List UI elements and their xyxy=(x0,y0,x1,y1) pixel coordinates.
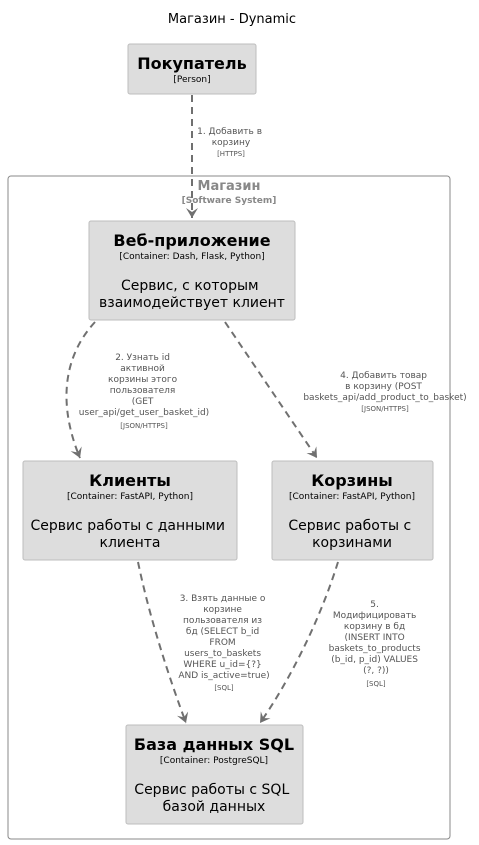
edge-2-label-line: корзины этого xyxy=(108,375,178,385)
node-db-box xyxy=(125,724,304,825)
node-web-app-desc-line: взаимодействует клиент xyxy=(99,295,285,311)
node-baskets-desc: Сервис работы с корзинами xyxy=(288,518,415,551)
node-web-app-box xyxy=(88,220,296,321)
node-web-app-desc: Сервис, с которым взаимодействует клиент xyxy=(99,278,285,311)
edge-3-label-line: пользователя из xyxy=(183,616,262,626)
edge-2-label: 2. Узнать id активной корзины этого поль… xyxy=(79,353,209,418)
edge-2-label-line: 2. Узнать id xyxy=(115,353,170,363)
edge-4-label-line: baskets_api/add_product_to_basket) xyxy=(303,393,466,403)
node-baskets-type: [Container: FastAPI, Python] xyxy=(289,492,415,502)
edge-3-label-line: 3. Взять данные о xyxy=(180,594,266,604)
node-web-app-type: [Container: Dash, Flask, Python] xyxy=(119,252,264,262)
edge-5-label-line: (b_id, p_id) VALUES xyxy=(331,655,418,665)
edge-1-label: 1. Добавить в корзину xyxy=(197,127,265,148)
node-db-desc: Сервис работы с SQL базой данных xyxy=(134,782,293,815)
edge-2-label-line: user_api/get_user_basket_id) xyxy=(79,408,209,418)
node-clients-type: [Container: FastAPI, Python] xyxy=(67,492,193,502)
node-buyer-box xyxy=(127,43,257,95)
edge-5-label-line: корзину в бд xyxy=(344,622,405,632)
edge-3: 3. Взять данные о корзине пользователя и… xyxy=(137,561,270,724)
edge-2-label-line: (GET xyxy=(132,397,154,407)
node-db-desc-line: базой данных xyxy=(163,799,266,815)
node-buyer-type: [Person] xyxy=(173,75,210,85)
node-buyer-title: Покупатель xyxy=(137,54,246,73)
edge-5-tech: [SQL] xyxy=(366,680,386,688)
node-baskets-desc-line: Сервис работы с xyxy=(288,518,411,534)
edge-5-label-line: 5. xyxy=(370,600,379,610)
edge-3-label-line: FROM xyxy=(209,638,235,648)
boundary-title: Магазин xyxy=(198,179,261,194)
edge-1: 1. Добавить в корзину [HTTPS] xyxy=(186,95,265,218)
edge-5-label-line: baskets_to_products xyxy=(329,644,421,654)
edge-4-tech: [JSON/HTTPS] xyxy=(361,405,409,413)
edge-2-label-line: активной xyxy=(120,364,165,374)
system-boundary xyxy=(7,175,451,840)
edge-3-tech: [SQL] xyxy=(214,684,234,692)
node-db-type: [Container: PostgreSQL] xyxy=(160,756,268,766)
edge-4-label-line: в корзину (POST xyxy=(345,382,422,392)
edge-2-line xyxy=(65,321,96,459)
node-db-title: База данных SQL xyxy=(134,735,294,754)
node-web-app-title: Веб-приложение xyxy=(113,231,270,250)
edge-2: 2. Узнать id активной корзины этого поль… xyxy=(65,321,209,459)
node-db[interactable]: База данных SQL [Container: PostgreSQL] … xyxy=(125,724,304,825)
edge-2-tech: [JSON/HTTPS] xyxy=(120,422,168,430)
edge-3-label: 3. Взять данные о корзине пользователя и… xyxy=(178,594,269,681)
edge-1-tech: [HTTPS] xyxy=(217,150,245,158)
edge-1-label-line: корзину xyxy=(212,138,251,148)
node-web-app-desc-line: Сервис, с которым xyxy=(121,278,259,294)
edge-3-label-line: WHERE u_id={?} xyxy=(183,660,261,670)
edge-5-label-line: (INSERT INTO xyxy=(344,633,404,643)
edge-5-label: 5. Модифицировать корзину в бд (INSERT I… xyxy=(329,600,424,676)
node-baskets-box xyxy=(271,460,434,561)
diagram-title: Магазин - Dynamic xyxy=(168,12,296,27)
node-baskets[interactable]: Корзины [Container: FastAPI, Python] Сер… xyxy=(271,460,434,561)
node-buyer[interactable]: Покупатель [Person] xyxy=(127,43,257,95)
edge-3-label-line: AND is_active=true) xyxy=(178,671,269,681)
edge-2-label-line: пользователя xyxy=(110,386,176,396)
node-clients-box xyxy=(22,460,238,561)
edge-3-label-line: корзине xyxy=(203,605,242,615)
node-clients-desc-line: клиента xyxy=(99,535,160,551)
edge-4-line xyxy=(224,321,318,459)
node-db-desc-line: Сервис работы с SQL xyxy=(134,782,289,798)
node-clients[interactable]: Клиенты [Container: FastAPI, Python] Сер… xyxy=(22,460,238,561)
edge-3-label-line: бд (SELECT b_id xyxy=(186,627,259,637)
boundary-type: [Software System] xyxy=(182,196,277,206)
edge-5-line xyxy=(259,561,339,724)
edge-4-label: 4. Добавить товар в корзину (POST basket… xyxy=(303,371,466,403)
node-clients-desc: Сервис работы с данными клиента xyxy=(31,518,230,551)
node-baskets-title: Корзины xyxy=(311,471,393,490)
edge-4: 4. Добавить товар в корзину (POST basket… xyxy=(224,321,467,459)
edge-4-label-line: 4. Добавить товар xyxy=(340,371,427,381)
edge-3-label-line: users_to_baskets xyxy=(184,649,261,659)
edge-1-label-line: 1. Добавить в xyxy=(197,127,262,137)
node-baskets-desc-line: корзинами xyxy=(312,535,392,551)
edge-5: 5. Модифицировать корзину в бд (INSERT I… xyxy=(259,561,424,724)
edge-5-label-line: (?, ?)) xyxy=(363,666,389,676)
node-web-app[interactable]: Веб-приложение [Container: Dash, Flask, … xyxy=(88,220,296,321)
edge-5-label-line: Модифицировать xyxy=(333,611,416,621)
edge-3-line xyxy=(137,561,189,724)
node-clients-desc-line: Сервис работы с данными xyxy=(31,518,226,534)
node-clients-title: Клиенты xyxy=(89,471,171,490)
